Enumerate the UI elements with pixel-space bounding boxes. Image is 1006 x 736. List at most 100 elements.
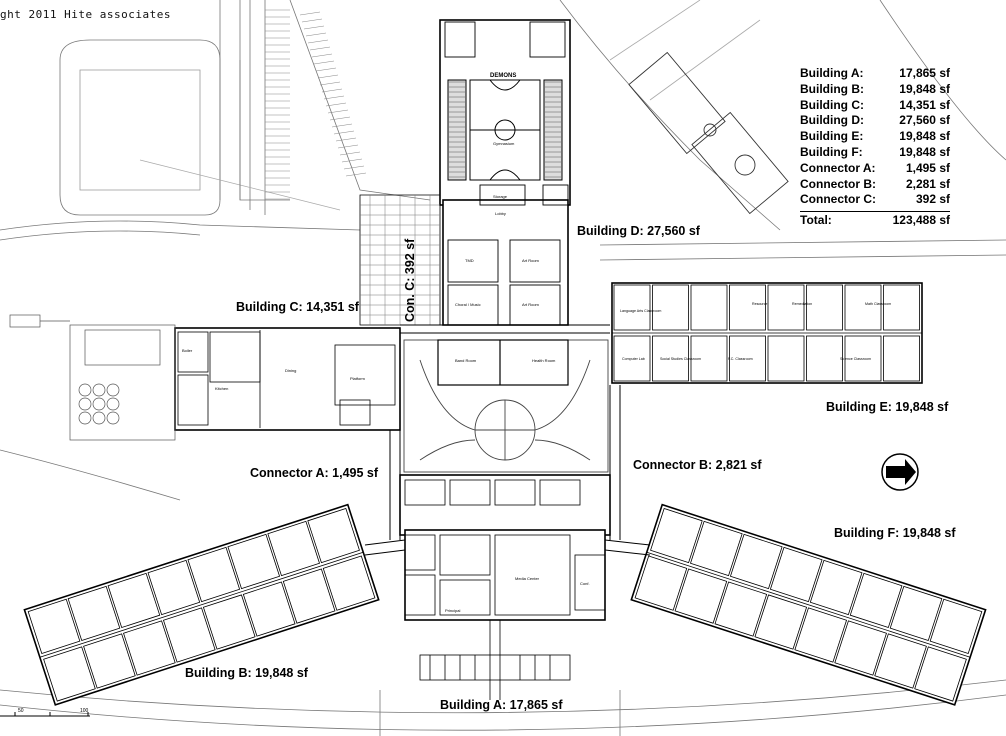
resource-label: Resource [752, 302, 767, 306]
room-outline [202, 594, 256, 650]
math-label: Math Classroom [865, 302, 891, 306]
summary-area: 19,848 sf [899, 144, 950, 159]
drawing-line [307, 39, 329, 44]
summary-total-name: Total: [800, 213, 832, 228]
room-outline [307, 507, 360, 564]
summary-name: Building A: [800, 66, 864, 80]
room-outline [689, 520, 743, 577]
gym-court [447, 79, 563, 181]
drawing-line [309, 46, 331, 51]
drawing-line [301, 18, 323, 23]
summary-name: Connector A: [800, 160, 876, 175]
room-outline [652, 335, 689, 382]
room-outline [322, 555, 376, 611]
summary-area: 27,560 sf [899, 113, 950, 128]
label-connector-c: Con. C: 392 sf [403, 238, 417, 322]
room-outline [929, 598, 983, 655]
room-outline [806, 335, 843, 382]
room-outline [714, 581, 768, 637]
drawing-line [323, 95, 345, 100]
room-outline [769, 546, 823, 603]
drawing-line [315, 67, 337, 72]
computer-lab-label: Computer Lab [622, 357, 645, 361]
room-outline [674, 568, 728, 624]
social-studies-label: Social Studies Classroom [660, 357, 701, 361]
room-outline [123, 620, 176, 676]
room-outline [690, 335, 728, 382]
tmd-label: TMD [465, 258, 474, 263]
summary-area: 17,865 sf [899, 66, 950, 80]
room-outline [806, 284, 843, 331]
label-building-c: Building C: 14,351 sf [236, 300, 359, 314]
label-building-a: Building A: 17,865 sf [440, 698, 563, 712]
label-building-b: Building B: 19,848 sf [185, 666, 308, 680]
summary-row: Connector A: 1,495 sf [800, 161, 950, 177]
room-outline [834, 620, 887, 676]
room-outline [267, 520, 321, 577]
summary-name: Building D: [800, 113, 864, 128]
room-outline [282, 568, 336, 624]
scale-mid: 50 [18, 708, 24, 714]
dining-label: Dining [285, 368, 296, 373]
summary-row: Building E:19,848 sf [800, 129, 950, 145]
room-outline [849, 572, 903, 629]
service-yard [9, 314, 176, 441]
drawing-line [331, 123, 353, 128]
summary-name: Building F: [800, 144, 863, 159]
room-outline [889, 585, 943, 642]
summary-area: 1,495 sf [905, 160, 950, 175]
room-outline [187, 546, 241, 603]
room-outline [767, 335, 805, 382]
room-outline [242, 581, 296, 637]
band-health-rooms [437, 339, 569, 386]
language-arts-label: Language Arts Classroom [620, 309, 661, 313]
gym-bleachers [449, 81, 561, 178]
storage-label: Storage [493, 194, 508, 199]
media-label: Media Center [515, 576, 540, 581]
building-c [174, 327, 401, 431]
room-outline [650, 507, 703, 564]
lobby-label: Lobby [495, 211, 506, 216]
label-building-e: Building E: 19,848 sf [826, 400, 949, 414]
summary-name: Connector B: [800, 176, 876, 191]
room-outline [690, 284, 728, 331]
drawing-line [305, 32, 327, 37]
drawing-line [345, 172, 367, 177]
remediation-label: Remediation [792, 302, 812, 306]
label-building-d: Building D: 27,560 sf [577, 224, 700, 238]
room-outline [844, 284, 882, 331]
kitchen-label: Kitchen [215, 386, 228, 391]
room-outline [634, 555, 688, 611]
drawing-line [311, 53, 333, 58]
connector-c [359, 194, 441, 326]
drawing-line [325, 102, 347, 107]
art-room-1-label: Art Room [522, 258, 540, 263]
summary-area: 19,848 sf [899, 81, 950, 96]
room-outline [227, 533, 281, 590]
summary-total-area: 123,488 sf [892, 213, 950, 228]
health-label: Health Room [532, 358, 556, 363]
label-building-f: Building F: 19,848 sf [834, 526, 956, 540]
drawing-line [341, 158, 363, 163]
north-arrow-icon [881, 453, 919, 491]
drawing-line [319, 81, 341, 86]
entry-canopy [419, 620, 571, 700]
building-f [630, 503, 987, 706]
summary-row: Building F: 19,848 sf [800, 145, 950, 161]
summary-row: Connector C:392 sf [800, 192, 950, 208]
drawing-line [313, 60, 335, 65]
room-outline [613, 335, 651, 382]
courtyard [403, 339, 609, 473]
drawing-line [317, 74, 339, 79]
summary-area: 2,281 sf [905, 176, 950, 191]
drawing-line [321, 88, 343, 93]
room-outline [794, 607, 848, 663]
room-outline [162, 607, 216, 663]
principal-label: Principal [445, 608, 460, 613]
building-c-rooms [177, 330, 396, 428]
choral-label: Choral / Music [455, 302, 481, 307]
room-outline [729, 335, 766, 382]
